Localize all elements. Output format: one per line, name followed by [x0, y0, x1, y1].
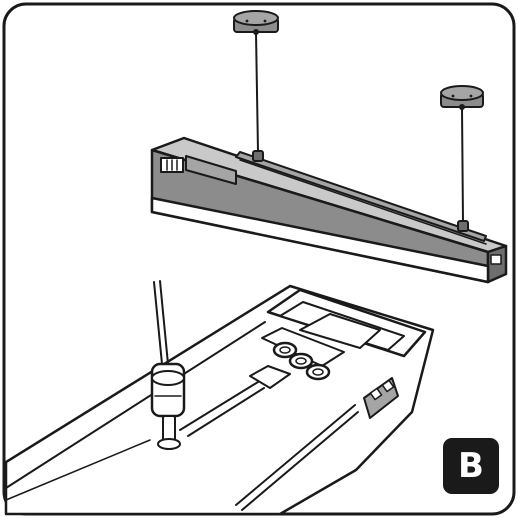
ceiling-canopy-right: [440, 85, 484, 110]
ceiling-canopy-left: [233, 10, 279, 35]
cable-gland: [150, 280, 186, 450]
suspension-wire-right: [461, 107, 464, 223]
step-badge: B: [443, 438, 499, 494]
step-label: B: [458, 446, 484, 486]
detail-closeup: [4, 284, 435, 516]
linear-luminaire: [150, 136, 508, 284]
suspension-wire-left: [255, 32, 259, 153]
end-connector-icon: [490, 254, 502, 265]
